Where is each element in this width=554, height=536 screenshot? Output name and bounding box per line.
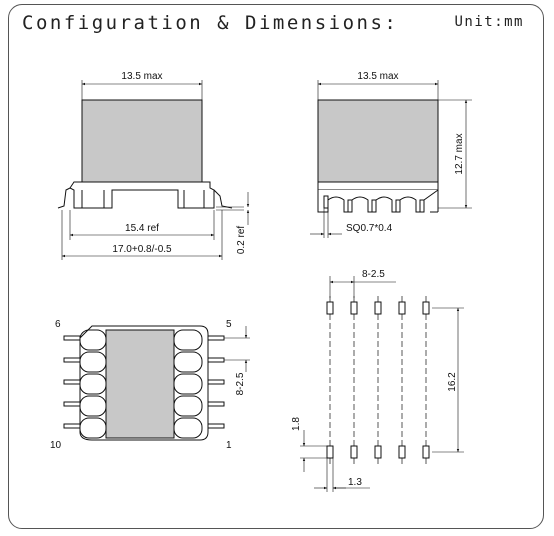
drawing-frame	[8, 4, 544, 529]
front-right-lead	[213, 189, 233, 209]
pin-label-10: 10	[50, 440, 62, 451]
side-width-label: 13.5 max	[357, 71, 398, 82]
front-thickness-label: 0.2 ref	[236, 226, 247, 255]
front-overall-label: 17.0+0.8/-0.5	[112, 244, 172, 255]
top-pitch-label: 8-2.5	[235, 372, 246, 395]
top-view	[63, 325, 250, 441]
side-view	[310, 80, 472, 238]
front-width-label: 13.5 max	[121, 71, 162, 82]
top-core	[105, 329, 175, 439]
pad-length-label: 1.8	[291, 417, 302, 431]
front-ref-label: 15.4 ref	[125, 223, 159, 234]
unit-label: Unit:mm	[454, 14, 524, 30]
pad-layout	[300, 276, 464, 492]
side-body	[317, 99, 439, 183]
transformer-body	[81, 99, 203, 183]
pad-row-spacing-label: 16.2	[447, 372, 458, 392]
front-base	[69, 181, 215, 209]
pin-label-1: 1	[226, 440, 232, 451]
pin-label-5: 5	[226, 319, 232, 330]
side-height-label: 12.7 max	[454, 133, 465, 174]
side-pin-label: SQ0.7*0.4	[346, 223, 393, 234]
front-left-lead	[57, 187, 71, 209]
page-title: Configuration & Dimensions:	[22, 12, 399, 34]
pad-width-label: 1.3	[348, 477, 362, 488]
pad-pitch-label: 8-2.5	[362, 269, 385, 280]
front-view	[57, 80, 250, 260]
pin-label-6: 6	[55, 319, 61, 330]
